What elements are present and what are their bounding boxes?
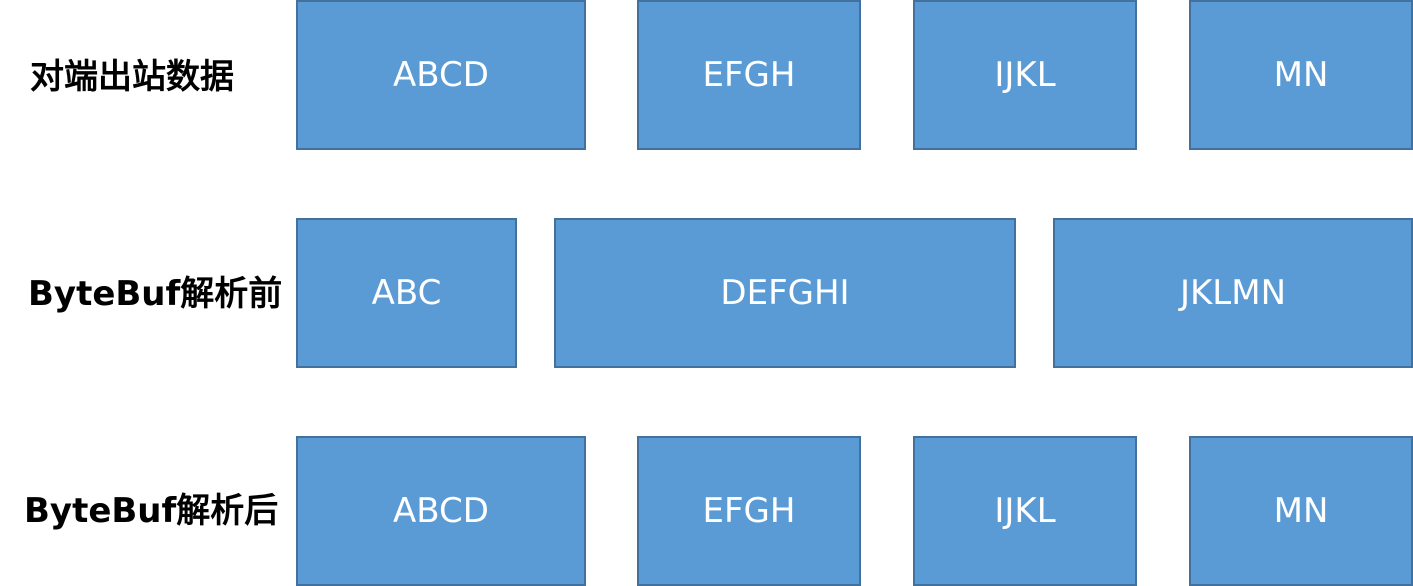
data-segment-box: JKLMN (1053, 218, 1413, 368)
data-segment-box: ABC (296, 218, 517, 368)
data-segment-text: EFGH (702, 55, 796, 95)
data-segment-text: EFGH (702, 491, 796, 531)
data-segment-box: MN (1189, 436, 1413, 586)
data-segment-box: ABCD (296, 0, 586, 150)
data-segment-box: DEFGHI (554, 218, 1016, 368)
data-segment-box: MN (1189, 0, 1413, 150)
row-label: 对端出站数据 (30, 57, 234, 97)
data-segment-text: ABCD (393, 491, 489, 531)
row-label: ByteBuf解析前 (28, 274, 283, 314)
data-segment-text: ABC (371, 273, 442, 313)
data-segment-text: IJKL (994, 55, 1056, 95)
data-segment-text: MN (1273, 491, 1329, 531)
data-segment-text: MN (1273, 55, 1329, 95)
data-segment-text: IJKL (994, 491, 1056, 531)
data-segment-text: JKLMN (1179, 273, 1287, 313)
data-segment-text: ABCD (393, 55, 489, 95)
data-segment-box: EFGH (637, 0, 861, 150)
data-segment-box: IJKL (913, 0, 1137, 150)
data-segment-text: DEFGHI (720, 273, 850, 313)
row-label: ByteBuf解析后 (24, 491, 279, 531)
data-segment-box: IJKL (913, 436, 1137, 586)
data-segment-box: EFGH (637, 436, 861, 586)
data-segment-box: ABCD (296, 436, 586, 586)
